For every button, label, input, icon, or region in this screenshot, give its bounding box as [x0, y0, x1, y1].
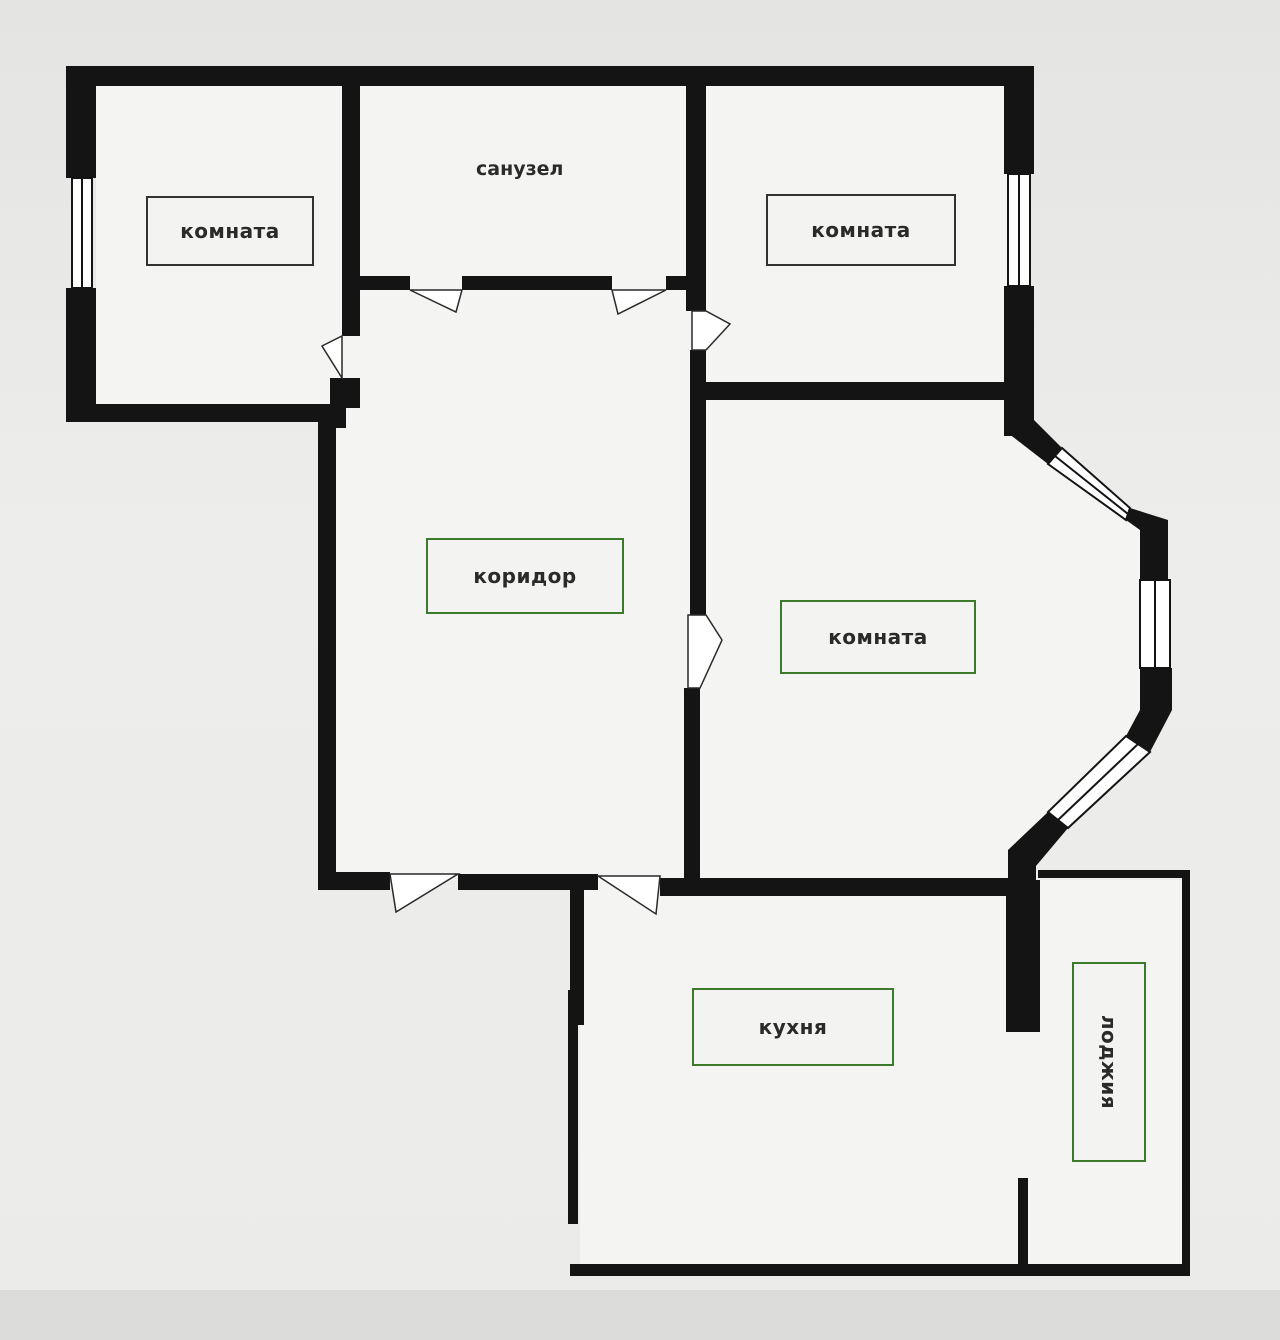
wall-bottom — [570, 1264, 1190, 1276]
wall-kitchen-left-lower — [568, 990, 578, 1224]
wall-left-upper — [66, 66, 96, 178]
door-kitchen — [595, 875, 661, 916]
room-label-top-left: комната — [146, 196, 314, 266]
wall-bay-2 — [1126, 508, 1168, 580]
room-label-bathroom: санузел — [476, 158, 564, 180]
wall-corridor-right-upper — [690, 350, 706, 615]
wall-loggia-right — [1182, 870, 1190, 1276]
room-label-top-right: комната — [766, 194, 956, 266]
wall-bath-bottom-a — [350, 276, 410, 290]
loggia-text: лоджия — [1097, 1014, 1121, 1110]
wall-top — [86, 66, 1034, 86]
room-label-kitchen: кухня — [692, 988, 894, 1066]
wall-topleft-right-lower — [342, 378, 360, 408]
wall-bay-1 — [1004, 420, 1062, 464]
doors — [320, 289, 732, 916]
wall-corridor-left — [318, 420, 336, 890]
wall-topleft-right — [342, 86, 360, 336]
wall-corridor-right-lower — [684, 688, 700, 888]
door-bath-right — [611, 289, 667, 316]
wall-bay-4 — [1008, 812, 1068, 890]
door-bath-left — [409, 289, 463, 314]
wall-loggia-top — [1038, 870, 1188, 878]
wall-left-lower — [66, 288, 96, 420]
door-topleft-room — [320, 334, 343, 381]
wall-kitchen-pillar — [1006, 880, 1040, 1032]
walls — [66, 66, 1190, 1276]
door-middle-room — [687, 614, 723, 689]
screen-bottom-edge — [0, 1290, 1280, 1340]
wall-topright-bottom — [706, 382, 1008, 400]
wall-bay-3 — [1126, 668, 1172, 752]
door-topright-room — [691, 310, 732, 351]
wall-corridor-left-top — [330, 378, 346, 428]
wall-right-upper — [1004, 66, 1034, 174]
wall-topleft-bottom — [66, 404, 336, 422]
wall-bath-bottom-b — [462, 276, 612, 290]
wall-corridor-bottom-a — [318, 872, 390, 890]
wall-corridor-bottom-b — [458, 874, 598, 890]
wall-corridor-bottom-c — [660, 878, 1010, 896]
wall-bath-right — [686, 86, 706, 311]
room-label-loggia: лоджия — [1072, 962, 1146, 1162]
door-corridor-exit — [389, 873, 461, 914]
windows — [71, 173, 1171, 830]
room-label-corridor: коридор — [426, 538, 624, 614]
room-label-middle-room: комната — [780, 600, 976, 674]
wall-right-lower — [1004, 286, 1034, 436]
wall-loggia-lower-left — [1018, 1178, 1028, 1270]
